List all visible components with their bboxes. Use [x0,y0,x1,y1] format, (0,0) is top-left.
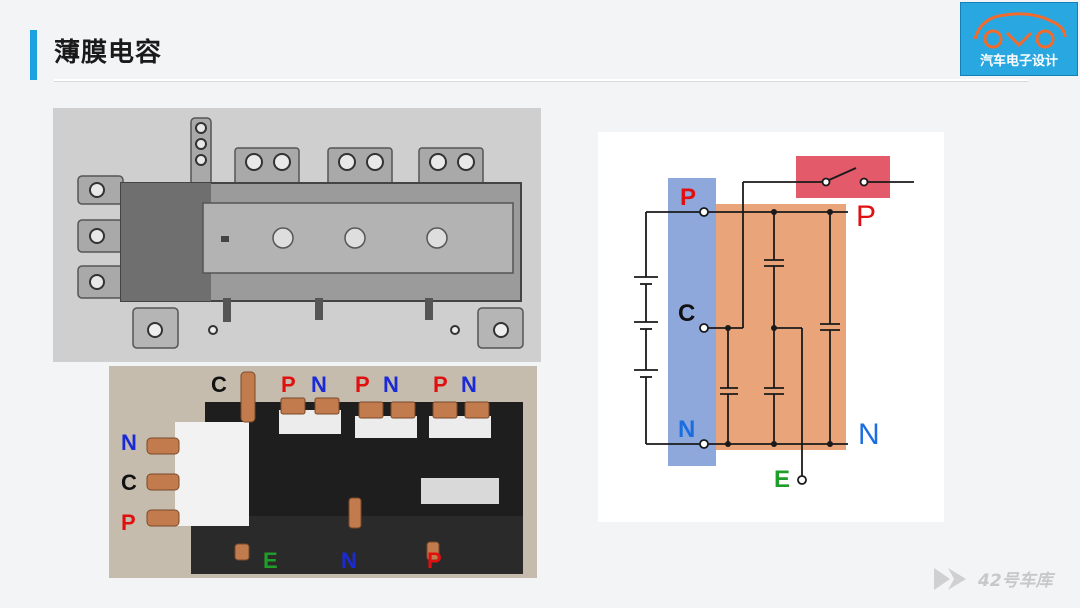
page-title: 薄膜电容 [54,38,163,68]
brand-logo: 汽车电子设计 [960,2,1078,76]
car-logo-icon [973,12,1067,49]
photo-label-top-p2: P [355,372,370,397]
capacitor-schematic: P C N P N E [598,132,944,522]
blue-terminal-bar [668,178,716,466]
module-photo: C P N P N P N N C P E N P [109,366,537,578]
xray-capacitor-photo [53,108,541,362]
photo-label-bottom-n: N [341,548,357,573]
photo-label-top-c: C [211,372,227,397]
schem-right-p: P [856,200,877,233]
photo-label-left-n: N [121,430,137,455]
watermark-text: 42号车库 [978,571,1053,591]
module-photo-drawing [109,366,537,578]
brand-logo-text: 汽车电子设计 [979,54,1058,69]
title-accent-bar [30,30,37,80]
schem-left-n: N [678,416,696,443]
schematic-diagram [634,156,914,485]
title-divider [54,79,1028,82]
photo-label-top-n1: N [311,372,327,397]
schem-right-n: N [858,418,880,451]
photo-label-left-c: C [121,470,137,495]
capacitor-block [716,204,846,450]
schem-bottom-e: E [774,466,791,493]
switch-block [796,156,890,198]
watermark: 42号车库 [930,562,1070,596]
schem-left-p: P [680,184,697,211]
schem-left-c: C [678,300,696,327]
photo-label-top-p1: P [281,372,296,397]
photo-label-bottom-e: E [263,548,278,573]
photo-label-top-n3: N [461,372,477,397]
watermark-logo-icon [934,568,966,590]
photo-label-top-p3: P [433,372,448,397]
photo-label-bottom-p: P [427,548,442,573]
photo-label-left-p: P [121,510,136,535]
photo-label-top-n2: N [383,372,399,397]
